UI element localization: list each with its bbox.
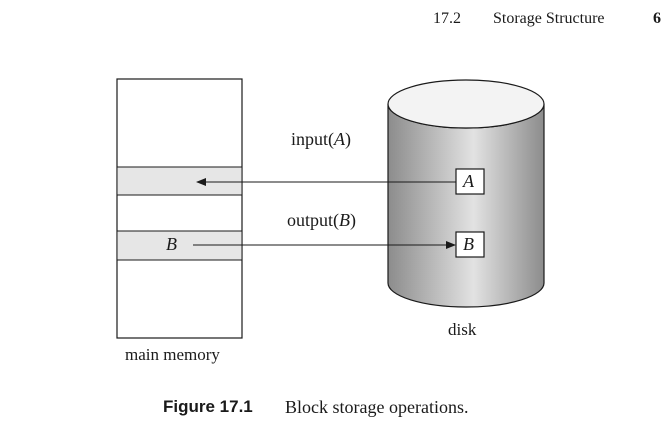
disk-cylinder	[387, 79, 545, 308]
figure-caption: Block storage operations.	[285, 397, 469, 417]
main-memory-box	[116, 78, 243, 339]
page-number: 6	[653, 10, 661, 27]
figure-number: Figure 17.1	[163, 397, 253, 416]
memory-block-a	[116, 166, 243, 196]
disk-block-b-label: B	[463, 234, 474, 254]
disk-block-a	[455, 168, 485, 195]
disk-block-a-label: A	[463, 171, 474, 191]
section-title: Storage Structure	[493, 10, 605, 27]
section-number: 17.2	[433, 10, 461, 27]
output-label: output(B)	[287, 210, 357, 230]
main-memory-label: main memory	[125, 345, 220, 364]
disk-block-b	[455, 231, 485, 258]
disk-label: disk	[448, 320, 477, 339]
memory-block-b-label: B	[166, 234, 177, 254]
input-label: input(A)	[291, 129, 352, 149]
